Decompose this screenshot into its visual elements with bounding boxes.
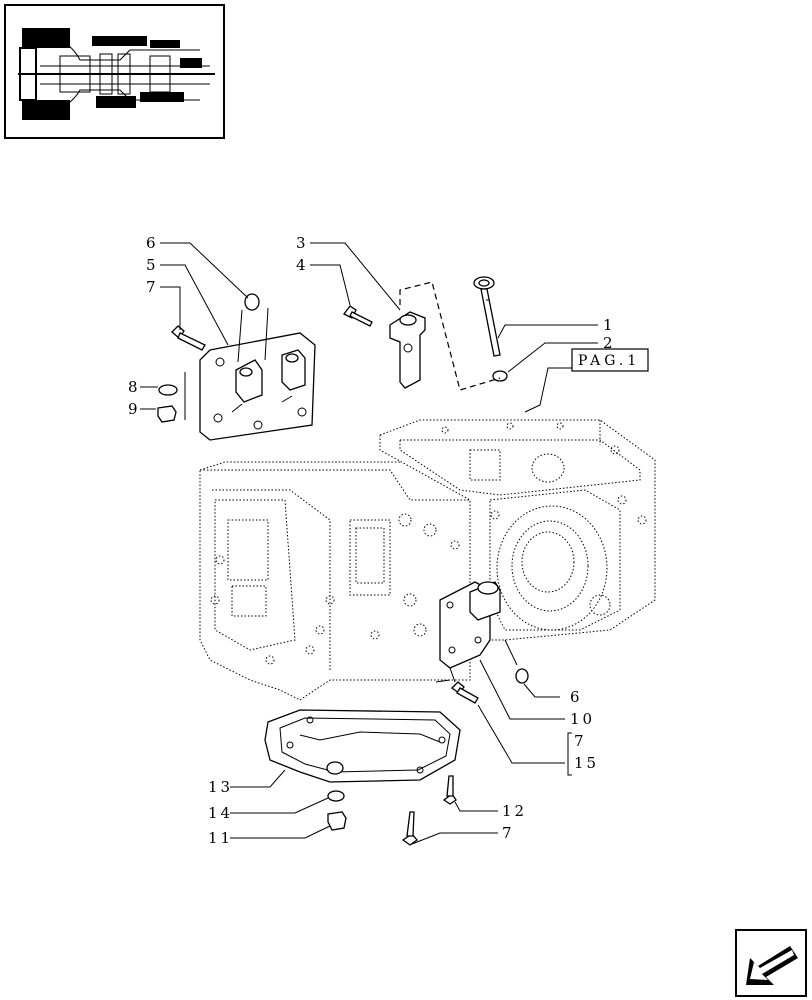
callout-11: 11 — [208, 829, 233, 847]
transmission-housing — [199, 419, 656, 701]
oil-pan — [264, 709, 461, 783]
filler-tube — [389, 311, 426, 389]
plug — [157, 405, 177, 423]
plug — [327, 811, 347, 831]
callout-numbers: 6 5 7 8 9 3 4 1 2 6 10 7 15 13 14 11 12 … — [128, 234, 616, 847]
callout-10: 10 — [570, 710, 595, 728]
screw — [171, 325, 206, 351]
transmission-section-thumbnail — [4, 4, 225, 139]
group-bracket — [567, 732, 572, 776]
washer — [327, 790, 345, 802]
callout-2: 2 — [603, 334, 616, 352]
callout-3: 3 — [296, 234, 309, 252]
callout-1: 1 — [603, 316, 616, 334]
callout-7: 7 — [146, 278, 159, 296]
callout-7: 7 — [574, 732, 587, 750]
screw — [442, 775, 457, 805]
washer — [158, 384, 178, 396]
seal-ring — [244, 293, 260, 311]
screw — [450, 681, 479, 704]
screw — [401, 811, 418, 846]
callout-9: 9 — [128, 400, 141, 418]
callout-5: 5 — [146, 256, 159, 274]
callout-6: 6 — [570, 688, 583, 706]
callout-7: 7 — [502, 824, 515, 842]
seal-ring — [515, 668, 529, 684]
assembly-path — [399, 281, 501, 391]
callout-6: 6 — [146, 234, 159, 252]
side-plate — [439, 581, 501, 669]
seal-ring — [492, 370, 508, 382]
callout-15: 15 — [574, 754, 599, 772]
callout-13: 13 — [208, 778, 233, 796]
callout-8: 8 — [128, 378, 141, 396]
previous-page-arrow-icon[interactable] — [735, 929, 807, 997]
leader-lines — [140, 242, 598, 845]
screw — [343, 305, 373, 327]
callout-14: 14 — [208, 804, 233, 822]
cover-plate — [199, 332, 316, 441]
page-reference-label: PAG.1 — [578, 353, 640, 369]
callout-4: 4 — [296, 256, 309, 274]
page-reference-box: PAG.1 — [571, 348, 649, 372]
dipstick — [473, 276, 501, 357]
callout-12: 12 — [502, 802, 527, 820]
